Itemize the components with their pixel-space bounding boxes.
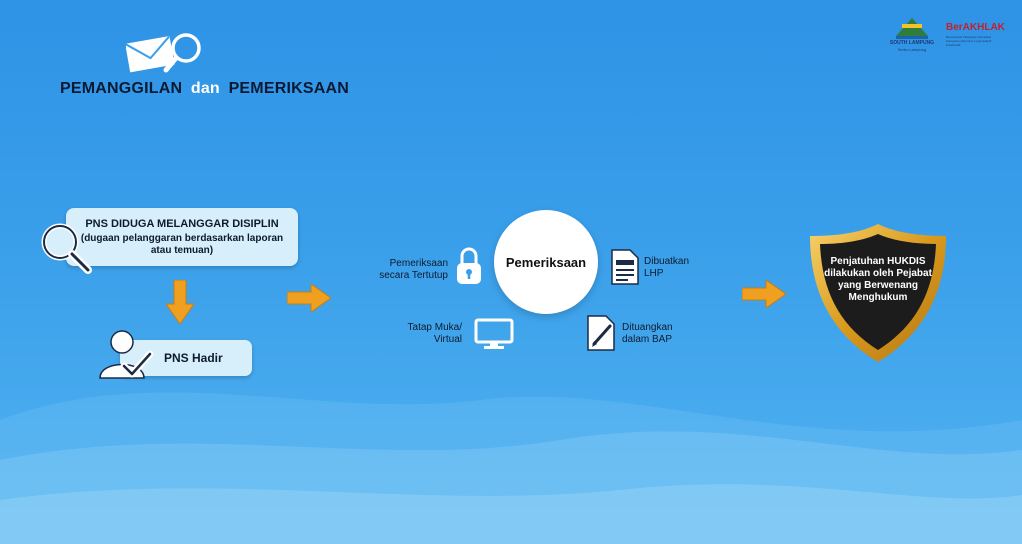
south-lampung-subtext: Serbu Lampung: [897, 47, 927, 52]
face-to-face-line1: Tatap Muka/: [407, 322, 462, 333]
closed-exam-line2: secara Tertutup: [379, 270, 448, 281]
south-lampung-logo: SOUTH LAMPUNG Serbu Lampung: [884, 16, 940, 56]
lhp-line2: LHP: [644, 268, 664, 279]
document-icon: [611, 249, 639, 285]
document-pen-icon: [587, 315, 615, 351]
suspected-violation-box: PNS DIDUGA MELANGGAR DISIPLIN (dugaan pe…: [66, 208, 298, 266]
logos: SOUTH LAMPUNG Serbu Lampung BerAKHLAK Be…: [882, 16, 1005, 56]
face-to-face-label: Tatap Muka/ Virtual: [400, 322, 462, 346]
suspected-violation-title: PNS DIDUGA MELANGGAR DISIPLIN: [85, 218, 279, 230]
title-part1: PEMANGGILAN: [60, 80, 183, 97]
outcome-line3: yang Berwenang: [837, 280, 919, 291]
arrow-right-icon: [742, 280, 786, 308]
lock-icon: [457, 247, 481, 284]
page-title: PEMANGGILAN dan PEMERIKSAAN: [60, 80, 349, 98]
examination-circle: Pemeriksaan: [494, 210, 598, 314]
lhp-line1: Dibuatkan: [644, 256, 690, 267]
outcome-text: Penjatuhan HUKDIS dilakukan oleh Pejabat…: [812, 256, 944, 304]
lhp-label: Dibuatkan LHP: [644, 256, 689, 280]
closed-exam-line1: Pemeriksaan: [389, 258, 448, 269]
closed-exam-label: Pemeriksaan secara Tertutup: [366, 258, 448, 282]
monitor-icon: [474, 318, 514, 349]
south-lampung-text: SOUTH LAMPUNG: [889, 40, 935, 46]
magnifier-icon: [41, 223, 92, 274]
shield-icon: [810, 224, 946, 362]
outcome-line1: Penjatuhan HUKDIS: [830, 256, 926, 267]
outcome-line2: dilakukan oleh Pejabat: [824, 268, 932, 279]
berakhlak-logo: BerAKHLAK Berorientasi Pelayanan Akuntab…: [946, 22, 1005, 47]
suspected-violation-detail: (dugaan pelanggaran berdasarkan laporan …: [80, 233, 284, 256]
bap-line2: dalam BAP: [622, 334, 673, 345]
bap-label: Dituangkan dalam BAP: [622, 322, 673, 346]
arrow-right-icon: [287, 284, 331, 312]
envelope-search-icon: [126, 33, 201, 73]
berakhlak-text: BerAKHLAK: [946, 22, 1005, 33]
berakhlak-subtext: Berorientasi Pelayanan Akuntabel Kompete…: [946, 35, 992, 47]
bap-line1: Dituangkan: [622, 322, 673, 333]
outcome-line4: Menghukum: [848, 292, 908, 303]
person-check-icon: [99, 330, 154, 379]
title-part2: PEMERIKSAAN: [228, 80, 349, 97]
pns-present-label: PNS Hadir: [164, 351, 223, 365]
face-to-face-line2: Virtual: [433, 334, 462, 345]
arrow-down-icon: [166, 280, 194, 324]
examination-label: Pemeriksaan: [505, 255, 587, 270]
title-connector: dan: [190, 80, 220, 97]
south-lampung-emblem: [896, 18, 928, 39]
